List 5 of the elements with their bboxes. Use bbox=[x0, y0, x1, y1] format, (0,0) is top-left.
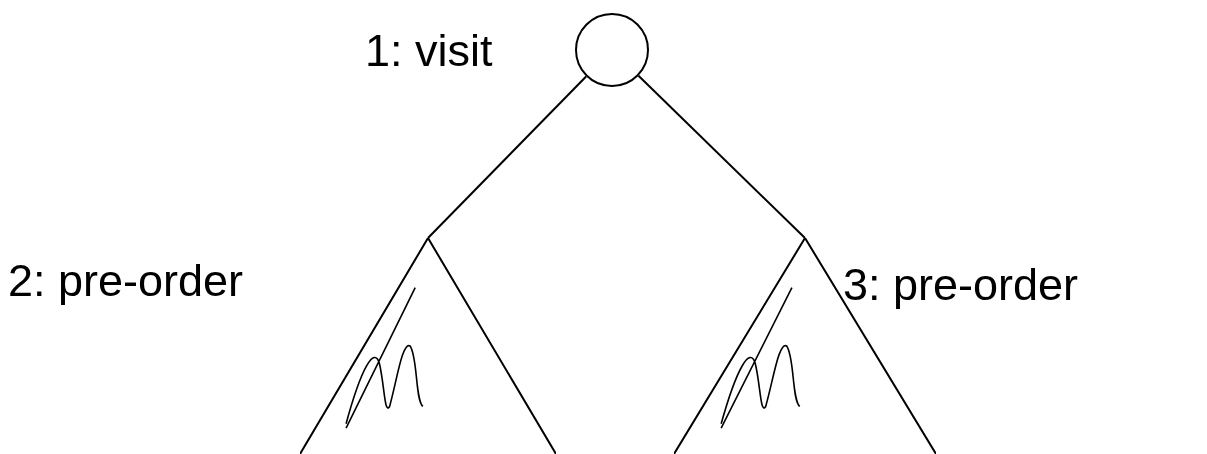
node-caption: 1: visit bbox=[365, 28, 493, 73]
connector-line bbox=[637, 74, 806, 239]
node-caption: 2: pre-order bbox=[8, 258, 244, 303]
connector-line bbox=[427, 75, 588, 239]
node-caption: 3: pre-order bbox=[843, 262, 1079, 307]
